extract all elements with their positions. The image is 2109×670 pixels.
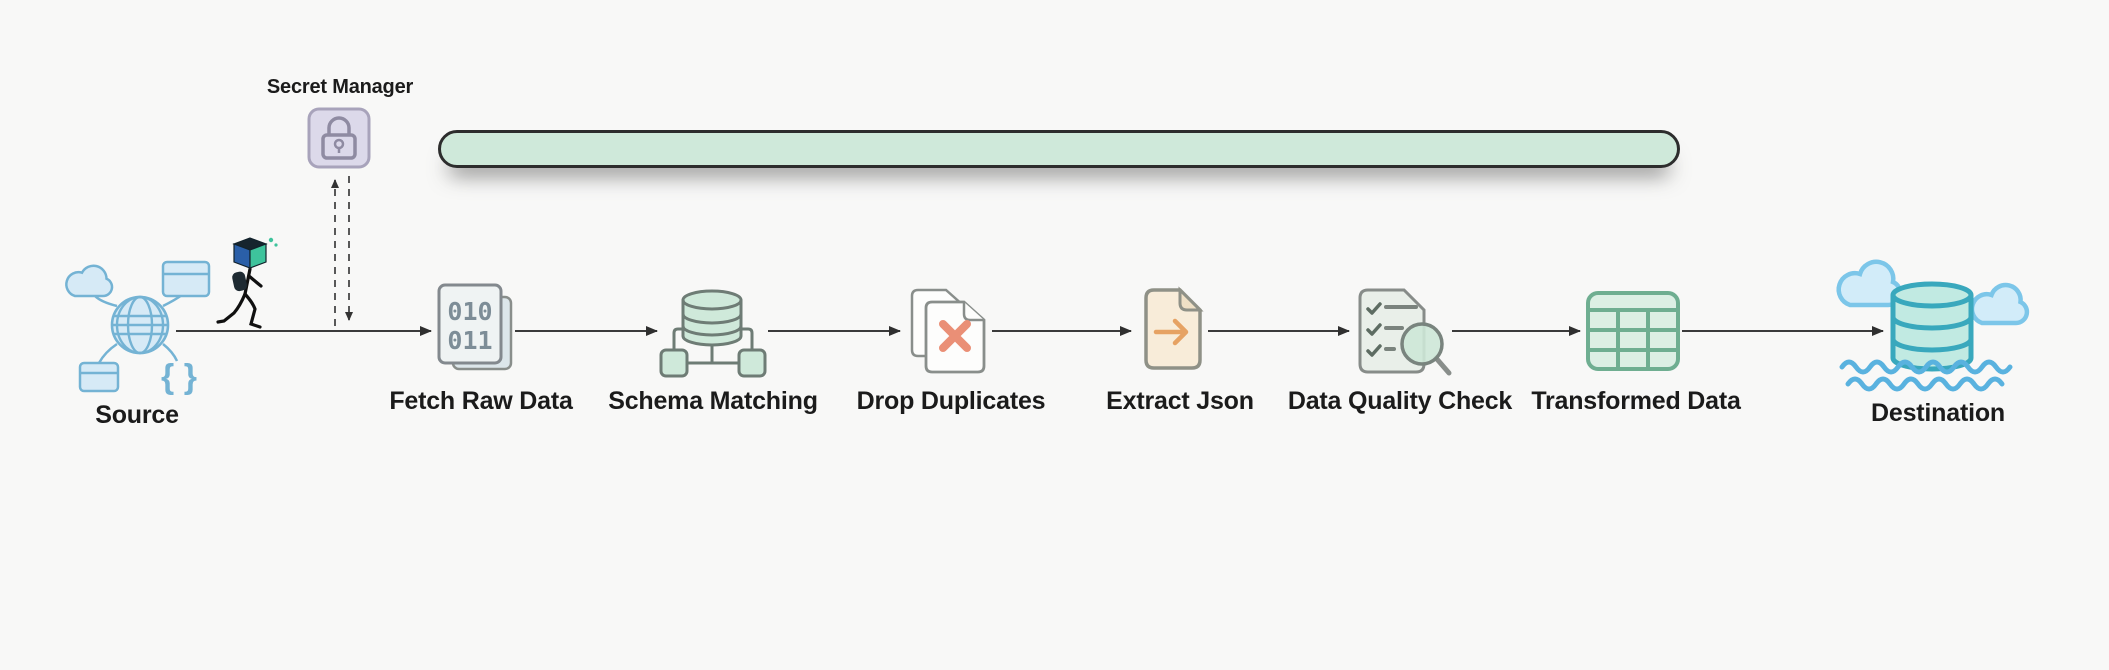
- magnifier-icon: [1400, 322, 1444, 366]
- cloud-icon: [1969, 282, 2030, 326]
- binary-text-line1: 010: [447, 297, 492, 326]
- globe-network-icon: { }: [65, 260, 211, 396]
- extract-json-label: Extract Json: [1106, 387, 1254, 415]
- sparkle-icon: [268, 237, 274, 243]
- pipeline-duration-bar: [438, 130, 1680, 168]
- cloud-icon: [65, 264, 114, 298]
- cube-logo-icon: [232, 237, 268, 269]
- checklist-magnifier-icon: [1358, 288, 1452, 376]
- lock-icon: [307, 107, 371, 169]
- x-mark-icon: [939, 320, 971, 352]
- json-braces-icon: { }: [161, 358, 197, 396]
- duplicate-documents-x-icon: [910, 288, 986, 374]
- backpack-icon: [232, 271, 247, 292]
- schema-matching-label: Schema Matching: [608, 387, 818, 415]
- water-waves-icon: [1839, 359, 2013, 392]
- drop-duplicates-label: Drop Duplicates: [856, 387, 1046, 415]
- magnifier-handle: [1433, 355, 1452, 376]
- table-grid-icon: [1586, 291, 1680, 371]
- checklist-lines: [1384, 305, 1418, 351]
- fetch-raw-data-label: Fetch Raw Data: [389, 387, 573, 415]
- walking-engineer-cube-icon: [216, 237, 278, 329]
- document-arrow-icon: [1144, 286, 1204, 370]
- binary-document-icon: 010 011: [437, 283, 513, 371]
- transformed-data-label: Transformed Data: [1531, 387, 1741, 415]
- binary-text-line2: 011: [447, 326, 492, 355]
- secret-manager-label: Secret Manager: [266, 76, 414, 98]
- checkmarks: [1366, 302, 1382, 357]
- browser-window-icon: [161, 260, 211, 298]
- data-quality-check-label: Data Quality Check: [1287, 387, 1513, 415]
- globe-icon: [110, 295, 170, 355]
- database-cylinder-icon: [1890, 281, 1974, 372]
- cloud-database-icon: [1836, 259, 2030, 392]
- database-drawer-icon: [78, 361, 120, 393]
- destination-label: Destination: [1871, 399, 2005, 427]
- source-label: Source: [95, 401, 179, 429]
- database-tree-icon: [659, 289, 767, 378]
- arrow-right-icon: [1153, 318, 1189, 346]
